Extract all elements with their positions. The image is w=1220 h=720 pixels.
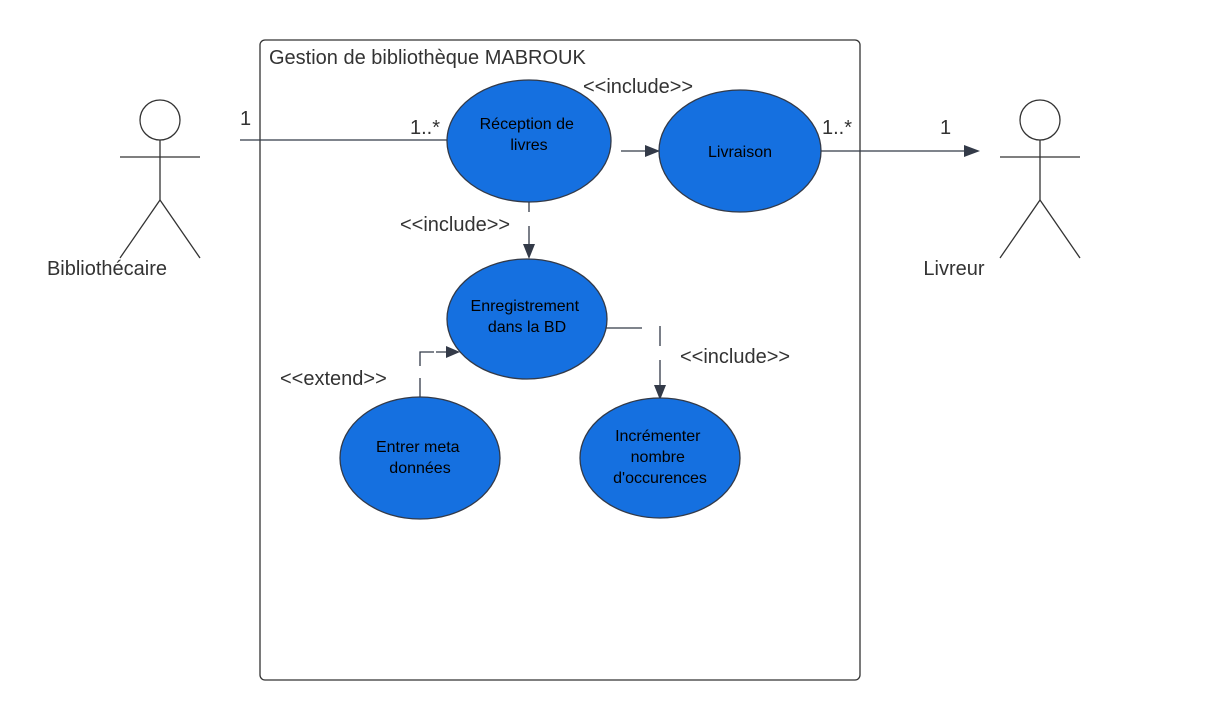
include-label-increment: <<include>> [680, 346, 790, 368]
usecase-label-line: Livraison [708, 144, 772, 161]
usecase-label-line: d'occurences [613, 470, 707, 487]
actor-right-leg [1039, 199, 1081, 259]
include-enregistrement-increment-line [605, 326, 661, 386]
usecase-label-line: Entrer meta [376, 439, 460, 456]
include-label-livraison: <<include>> [583, 76, 693, 98]
include-arrowhead [654, 385, 666, 400]
usecase-label: Livraison [708, 144, 772, 161]
extend-label-meta: <<extend>> [280, 368, 387, 390]
system-title: Gestion de bibliothèque MABROUK [269, 47, 586, 69]
usecase-label-line: livres [510, 137, 547, 154]
usecase-entrer-meta: Entrer meta données [339, 396, 501, 520]
multiplicity-livreur-usecase: 1..* [822, 117, 852, 139]
include-label-enregistrement: <<include>> [400, 214, 510, 236]
actor-head [1019, 99, 1061, 141]
actor-livreur [999, 99, 1081, 259]
actor-head [139, 99, 181, 141]
multiplicity-biblio-usecase: 1..* [410, 117, 440, 139]
include-arrowhead [645, 145, 660, 157]
usecase-livraison: Livraison [658, 89, 822, 213]
actor-right-leg [159, 199, 201, 259]
usecase-label-line: Incrémenter [615, 428, 701, 445]
usecase-enregistrement: Enregistrement dans la BD [446, 258, 608, 380]
actor-name-livreur: Livreur [923, 258, 984, 280]
extend-arrowhead [446, 346, 460, 358]
usecase-ellipse [446, 258, 608, 380]
multiplicity-biblio-actor: 1 [240, 108, 251, 130]
usecase-label-line: Réception de [480, 116, 574, 133]
usecase-ellipse [579, 397, 741, 519]
actor-bibliothecaire [119, 99, 201, 259]
usecase-label-line: données [389, 460, 450, 477]
usecase-label-line: nombre [631, 449, 685, 466]
usecase-label-line: dans la BD [488, 319, 566, 336]
usecase-reception: Réception de livres [446, 79, 612, 203]
usecase-ellipse [339, 396, 501, 520]
association-arrowhead [964, 145, 980, 157]
actor-name-bibliothecaire: Bibliothécaire [47, 258, 167, 280]
extend-meta-enregistrement-line [419, 351, 447, 398]
usecase-label: Enregistrement dans la BD [471, 298, 584, 336]
usecase-label: Réception de livres [480, 116, 579, 154]
multiplicity-livreur-actor: 1 [940, 117, 951, 139]
actor-left-leg [999, 199, 1041, 259]
usecase-ellipse [658, 89, 822, 213]
include-arrowhead [523, 244, 535, 259]
usecase-incrementer: Incrémenter nombre d'occurences [579, 397, 741, 519]
usecase-label-line: Enregistrement [471, 298, 580, 315]
usecase-ellipse [446, 79, 612, 203]
usecase-label: Incrémenter nombre d'occurences [613, 428, 707, 487]
usecase-label: Entrer meta données [376, 439, 464, 477]
actor-left-leg [119, 199, 161, 259]
